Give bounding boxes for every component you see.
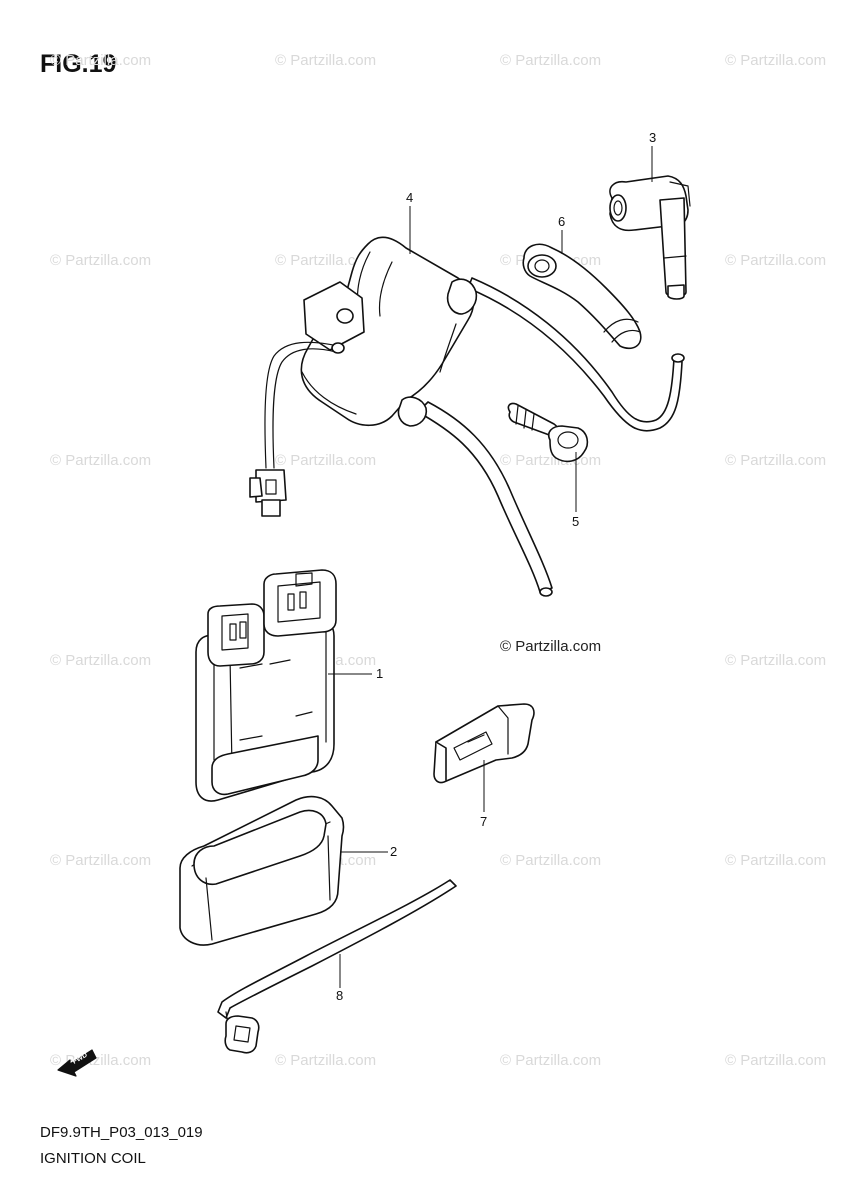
coil-connector bbox=[249, 469, 287, 517]
ground-cord bbox=[417, 401, 553, 597]
callout-2: 2 bbox=[390, 844, 397, 859]
watermark: © Partzilla.com bbox=[500, 1052, 601, 1069]
watermark: © Partzilla.com bbox=[50, 652, 151, 669]
watermark: © Partzilla.com bbox=[725, 252, 826, 269]
part-4-ignition-coil[interactable] bbox=[300, 236, 478, 427]
callout-8: 8 bbox=[336, 988, 343, 1003]
callout-7: 7 bbox=[480, 814, 487, 829]
callout-5: 5 bbox=[572, 514, 579, 529]
high-tension-cord bbox=[467, 277, 685, 432]
leader-lines bbox=[328, 146, 653, 988]
watermark: © Partzilla.com bbox=[50, 852, 151, 869]
coil-lead-wires bbox=[264, 341, 345, 469]
part-1-cdi-unit[interactable] bbox=[195, 569, 337, 802]
figure-code: DF9.9TH_P03_013_019 bbox=[40, 1124, 203, 1141]
center-watermark: © Partzilla.com bbox=[500, 638, 602, 655]
watermark: © Partzilla.com bbox=[50, 52, 151, 69]
watermark: © Partzilla.com bbox=[275, 1052, 376, 1069]
part-6-boot[interactable] bbox=[522, 243, 642, 350]
watermark: © Partzilla.com bbox=[275, 252, 376, 269]
watermark: © Partzilla.com bbox=[725, 52, 826, 69]
figure-name: IGNITION COIL bbox=[40, 1150, 146, 1167]
watermark: © Partzilla.com bbox=[725, 1052, 826, 1069]
figure-title: FIG.19 bbox=[40, 50, 117, 78]
watermark: © Partzilla.com bbox=[725, 652, 826, 669]
callout-1: 1 bbox=[376, 666, 383, 681]
watermark: © Partzilla.com bbox=[500, 852, 601, 869]
callout-3: 3 bbox=[649, 130, 656, 145]
part-3-plug-cap[interactable] bbox=[609, 175, 691, 300]
watermark: © Partzilla.com bbox=[500, 52, 601, 69]
watermark: © Partzilla.com bbox=[725, 452, 826, 469]
part-7-clamp[interactable] bbox=[433, 703, 535, 784]
watermark: © Partzilla.com bbox=[275, 52, 376, 69]
part-5-bolt[interactable] bbox=[507, 402, 589, 463]
watermark-grid: © Partzilla.com © Partzilla.com © Partzi… bbox=[50, 52, 826, 1069]
callout-6: 6 bbox=[558, 214, 565, 229]
part-2-cdi-holder[interactable] bbox=[179, 795, 345, 946]
part-8-sensor-cord[interactable] bbox=[217, 879, 457, 1054]
callout-4: 4 bbox=[406, 190, 413, 205]
watermark: © Partzilla.com bbox=[275, 452, 376, 469]
callouts: 3 4 6 5 1 2 7 8 bbox=[336, 130, 656, 1003]
watermark: © Partzilla.com bbox=[50, 252, 151, 269]
watermark: © Partzilla.com bbox=[500, 452, 601, 469]
watermark: © Partzilla.com bbox=[50, 452, 151, 469]
watermark: © Partzilla.com bbox=[725, 852, 826, 869]
